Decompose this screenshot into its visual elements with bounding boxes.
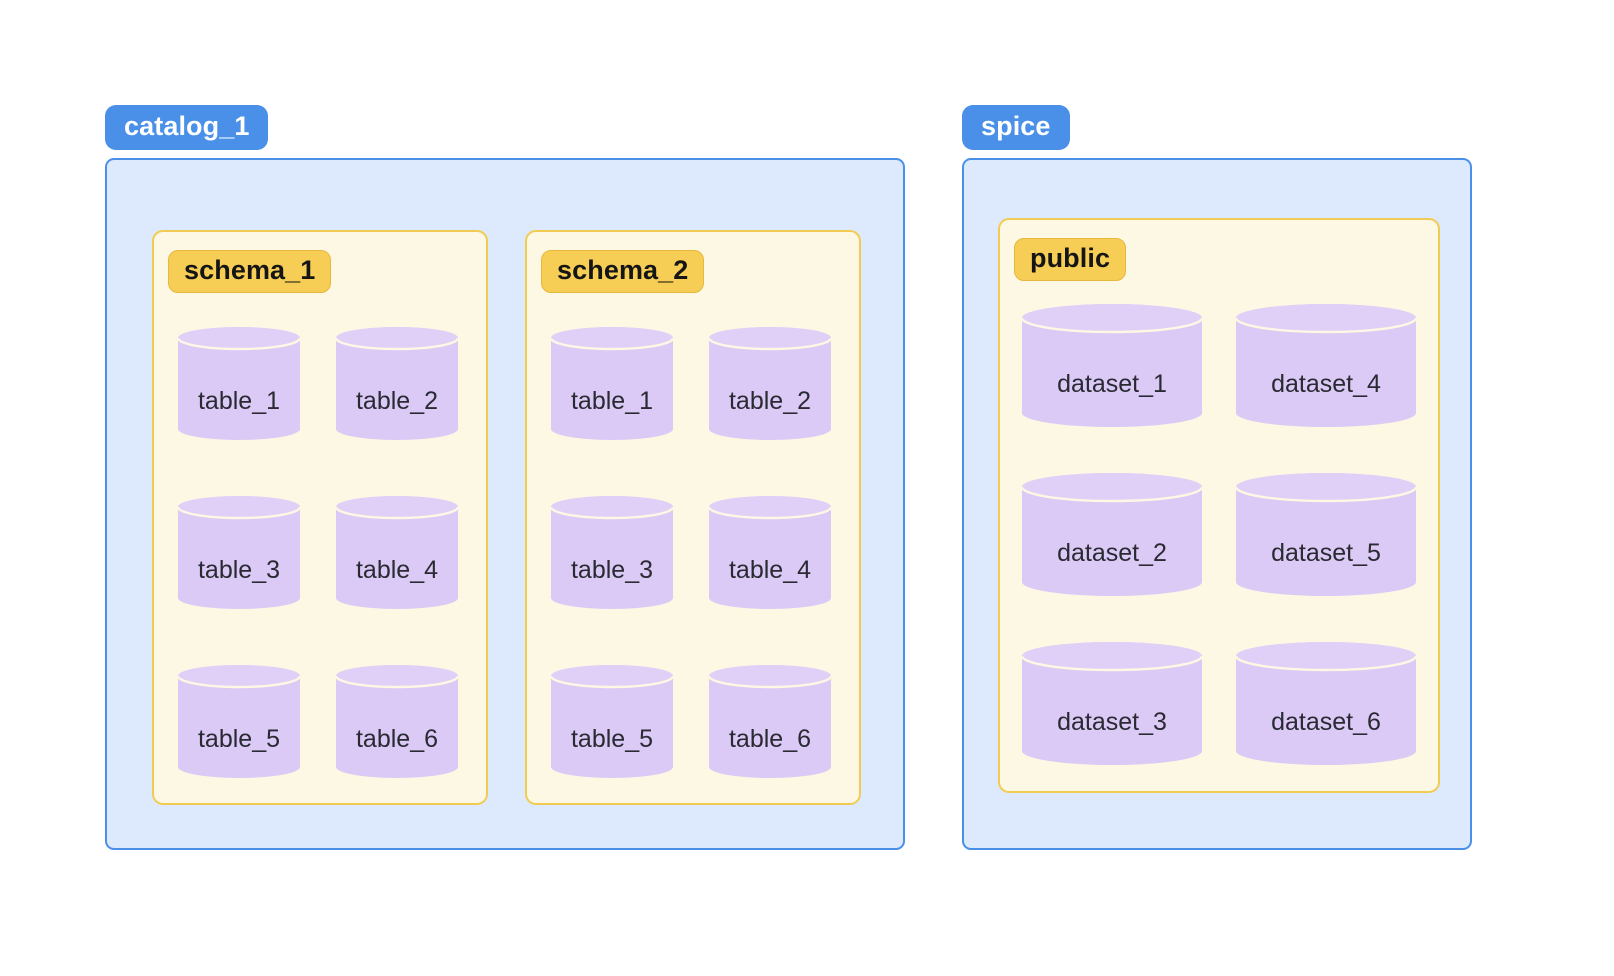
database-cylinder-dataset_3[interactable]: dataset_3: [1020, 642, 1204, 765]
database-cylinder-dataset_2[interactable]: dataset_2: [1020, 473, 1204, 596]
database-cylinder-table_5[interactable]: table_5: [176, 665, 302, 778]
database-cylinder-icon: [176, 496, 302, 609]
database-cylinder-dataset_6[interactable]: dataset_6: [1234, 642, 1418, 765]
database-cylinder-icon: [1020, 642, 1204, 765]
database-cylinder-icon: [707, 496, 833, 609]
catalog-badge-catalog_1[interactable]: catalog_1: [105, 105, 269, 151]
database-cylinder-icon: [176, 665, 302, 778]
schema-panel-public: public dataset_1 dat: [998, 218, 1440, 793]
database-cylinder-table_6[interactable]: table_6: [707, 665, 833, 778]
schema-panel-schema_1: schema_1 table_1 tab: [152, 230, 488, 805]
database-cylinder-table_2[interactable]: table_2: [707, 327, 833, 440]
catalog-panel-spice: public dataset_1 dat: [962, 158, 1472, 850]
schema-badge-schema_1[interactable]: schema_1: [168, 250, 332, 294]
database-cylinder-table_4[interactable]: table_4: [707, 496, 833, 609]
schema-badge-public[interactable]: public: [1014, 238, 1127, 282]
database-cylinder-icon: [334, 327, 460, 440]
database-cylinder-icon: [1234, 642, 1418, 765]
catalog-badge-spice[interactable]: spice: [962, 105, 1070, 151]
database-cylinder-table_1[interactable]: table_1: [549, 327, 675, 440]
schema-badge-schema_2[interactable]: schema_2: [541, 250, 705, 294]
database-cylinder-table_2[interactable]: table_2: [334, 327, 460, 440]
database-cylinder-icon: [549, 665, 675, 778]
database-cylinder-icon: [176, 327, 302, 440]
database-cylinder-icon: [549, 496, 675, 609]
database-cylinder-icon: [1020, 473, 1204, 596]
catalog-group-catalog_1: catalog_1 schema_1 table_1: [105, 105, 905, 850]
database-cylinder-dataset_4[interactable]: dataset_4: [1234, 304, 1418, 427]
database-cylinder-icon: [334, 496, 460, 609]
database-cylinder-dataset_1[interactable]: dataset_1: [1020, 304, 1204, 427]
database-cylinder-dataset_5[interactable]: dataset_5: [1234, 473, 1418, 596]
database-cylinder-icon: [707, 327, 833, 440]
database-cylinder-icon: [707, 665, 833, 778]
database-cylinder-table_4[interactable]: table_4: [334, 496, 460, 609]
schema-panel-schema_2: schema_2 table_1 tab: [525, 230, 861, 805]
database-cylinder-table_3[interactable]: table_3: [549, 496, 675, 609]
database-cylinder-icon: [1234, 304, 1418, 427]
database-cylinder-icon: [549, 327, 675, 440]
database-cylinder-table_3[interactable]: table_3: [176, 496, 302, 609]
database-cylinder-table_1[interactable]: table_1: [176, 327, 302, 440]
database-cylinder-table_5[interactable]: table_5: [549, 665, 675, 778]
database-cylinder-icon: [1020, 304, 1204, 427]
catalog-group-spice: spice public dataset_1: [962, 105, 1472, 850]
catalog-panel-catalog_1: schema_1 table_1 tab: [105, 158, 905, 850]
database-cylinder-icon: [1234, 473, 1418, 596]
database-cylinder-table_6[interactable]: table_6: [334, 665, 460, 778]
database-cylinder-icon: [334, 665, 460, 778]
